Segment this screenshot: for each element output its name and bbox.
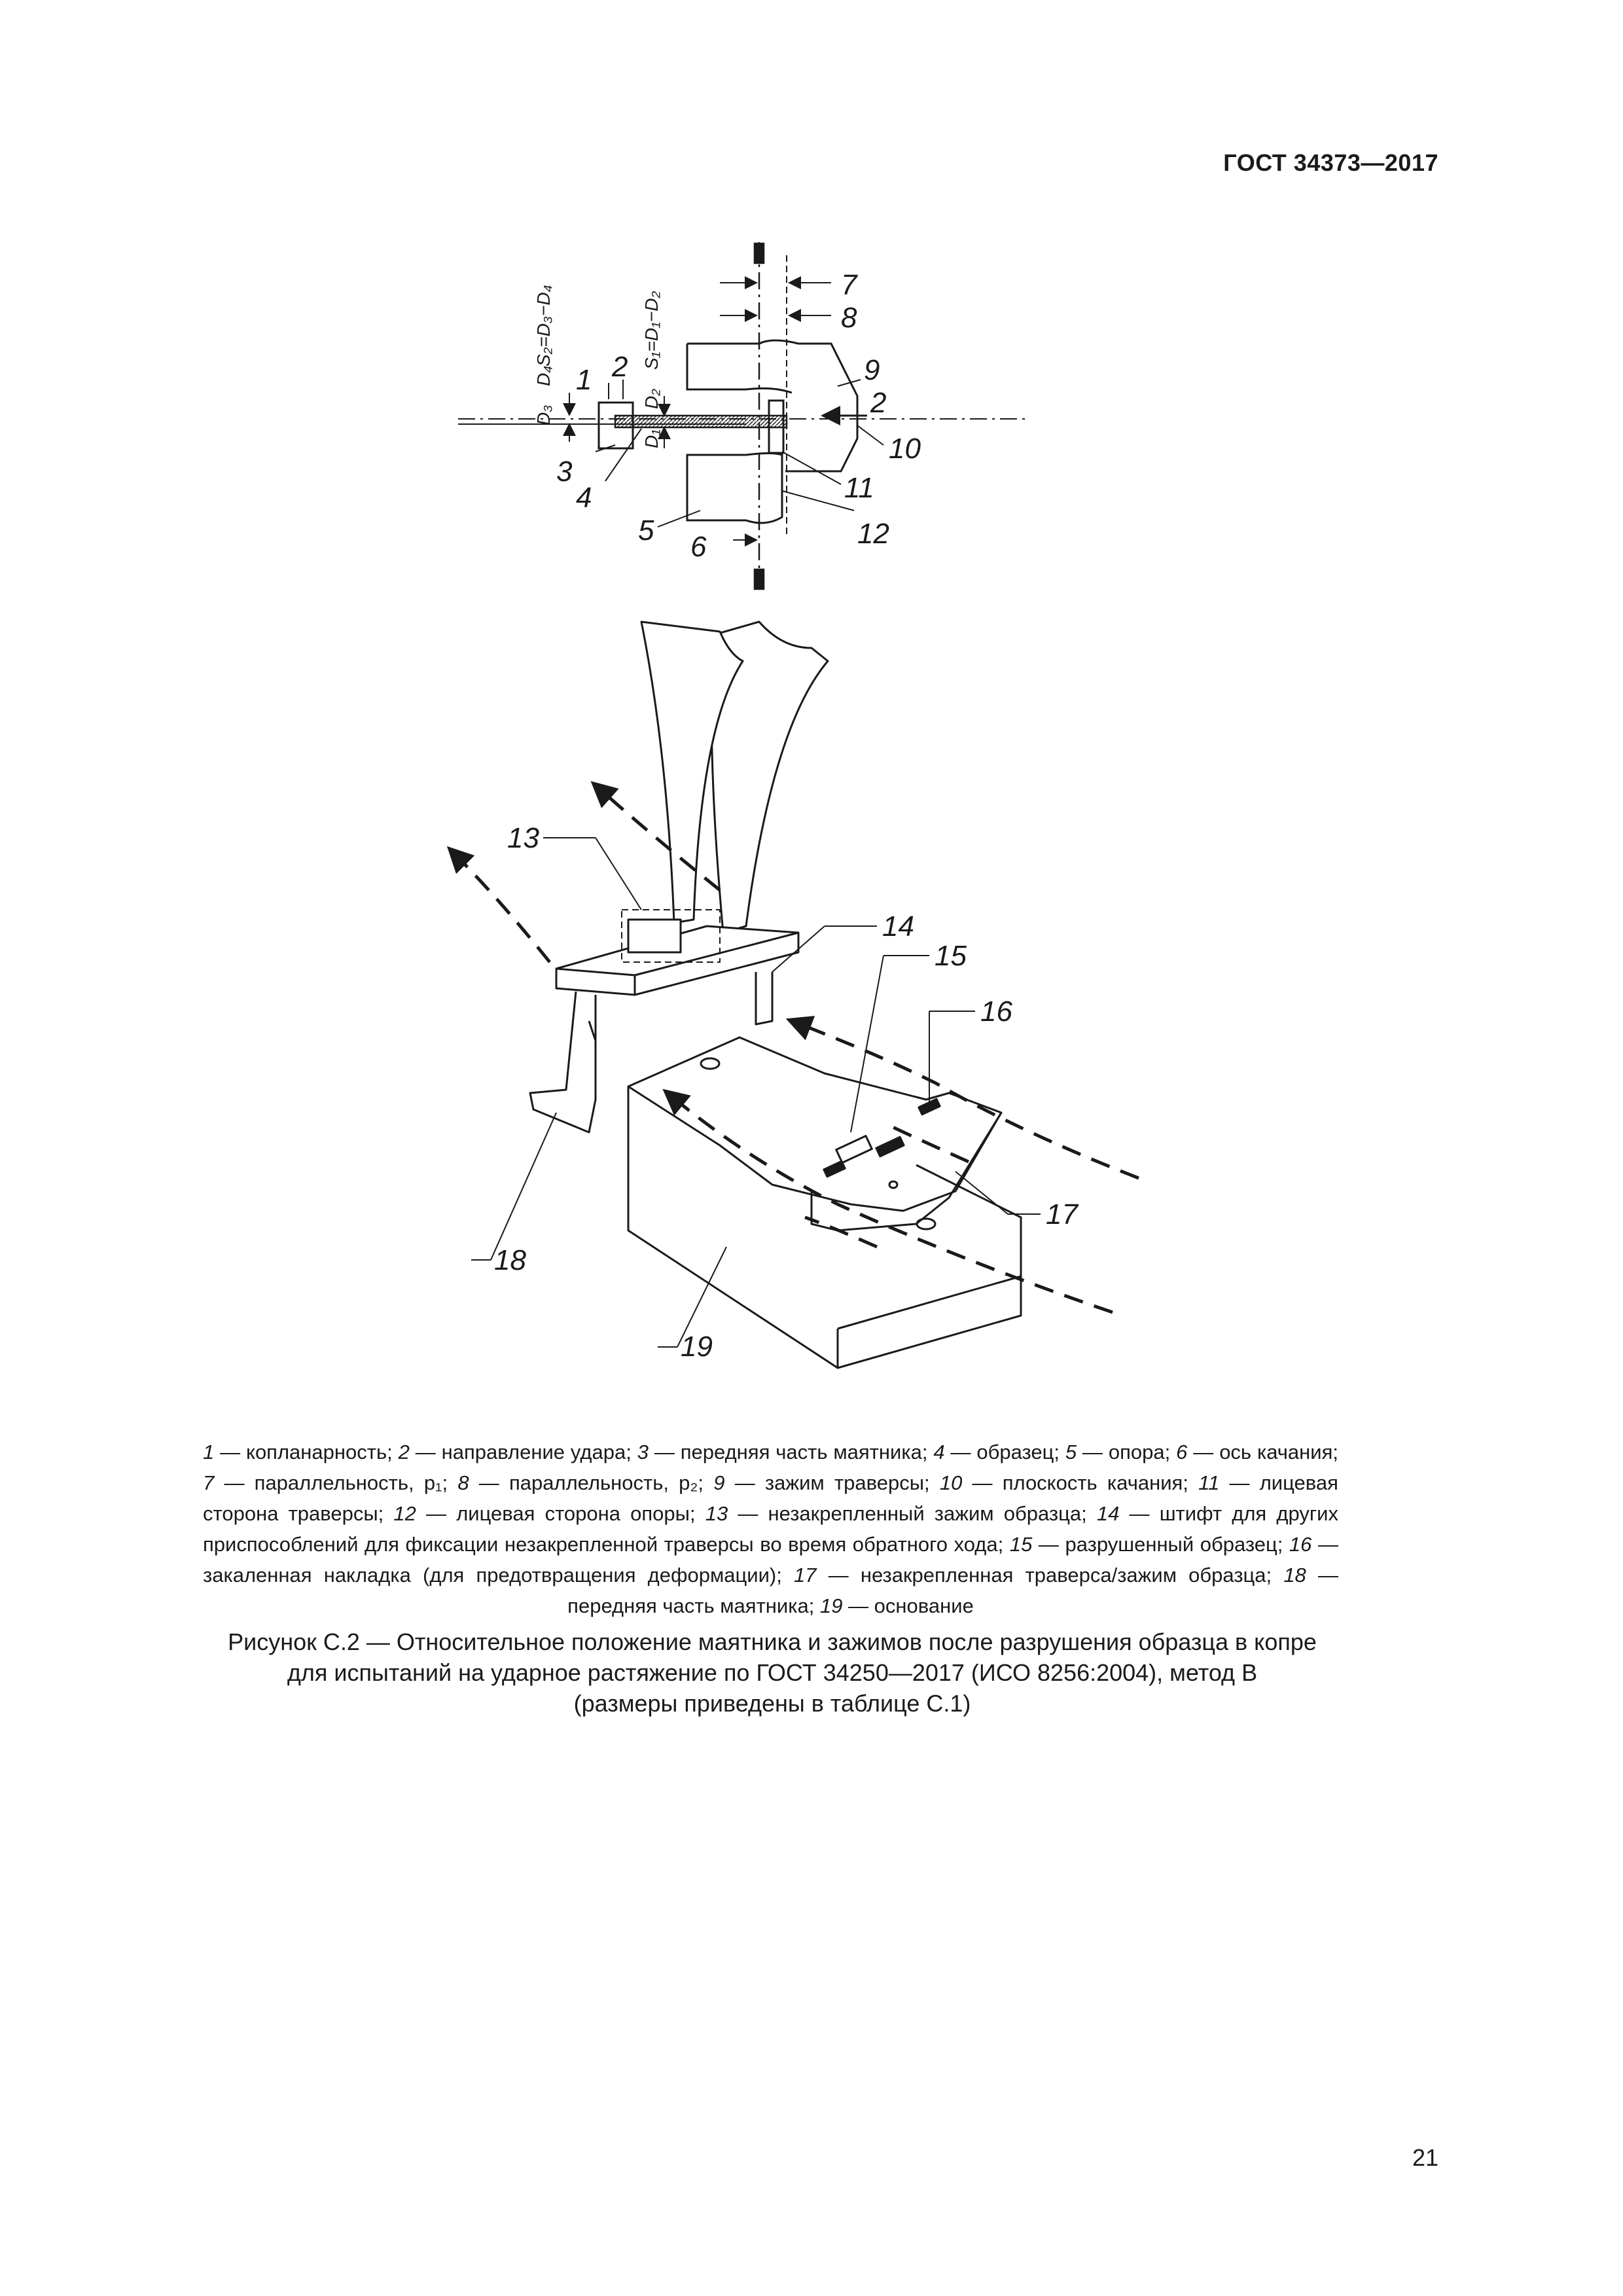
fig-label-14: 14 xyxy=(882,910,914,942)
legend-num: 8 xyxy=(457,1471,469,1494)
fig-label-19: 19 xyxy=(681,1331,713,1363)
dim-d1: D₁ xyxy=(641,429,662,448)
legend-num: 11 xyxy=(1198,1471,1220,1494)
fig-label-6: 6 xyxy=(690,531,707,563)
figure-drawing: D₃ D₄ S₂=D₃−D₄ D₁ D₂ S₁=D₁−D₂ 1 2 3 4 5 … xyxy=(446,242,1139,1369)
caption-line-1: Рисунок С.2 — Относительное положение ма… xyxy=(228,1628,1317,1655)
legend-text: ось качания; xyxy=(1219,1441,1338,1463)
legend-num: 2 xyxy=(398,1441,410,1463)
legend-num: 6 xyxy=(1176,1441,1188,1463)
legend-num: 15 xyxy=(1009,1533,1033,1556)
legend-text: закаленная накладка (для предотвращения … xyxy=(203,1564,782,1587)
legend-text: незакрепленная траверса/зажим образца; xyxy=(860,1564,1272,1587)
fig-label-13: 13 xyxy=(507,822,539,854)
legend-num: 5 xyxy=(1065,1441,1077,1463)
legend-text: образец; xyxy=(976,1441,1060,1463)
legend-num: 12 xyxy=(393,1502,416,1525)
fig-label-16: 16 xyxy=(980,996,1012,1028)
isometric-drawing xyxy=(529,620,1022,1369)
legend-num: 14 xyxy=(1096,1502,1120,1525)
fig-label-4: 4 xyxy=(576,482,592,514)
fig-label-18: 18 xyxy=(494,1244,526,1276)
legend-num: 9 xyxy=(713,1471,725,1494)
iso-leaders xyxy=(471,837,1041,1348)
dim-d4: D₄ xyxy=(533,366,554,386)
legend-text: передняя часть маятника; xyxy=(567,1594,815,1617)
legend-text: опора; xyxy=(1108,1441,1171,1463)
legend-text: разрушенный образец; xyxy=(1065,1533,1283,1556)
legend-text: лицевая сторона траверсы; xyxy=(203,1471,1338,1525)
legend-text: копланарность; xyxy=(246,1441,393,1463)
fig-label-8: 8 xyxy=(841,302,857,334)
document-header: ГОСТ 34373—2017 xyxy=(1223,149,1438,176)
fig-label-3: 3 xyxy=(556,456,573,488)
legend-num: 17 xyxy=(794,1564,817,1587)
legend-text: передняя часть маятника; xyxy=(680,1441,928,1463)
fig-label-12: 12 xyxy=(857,518,889,550)
legend-text: основание xyxy=(874,1594,974,1617)
dim-s1: S₁=D₁−D₂ xyxy=(641,291,662,370)
dim-s2: S₂=D₃−D₄ xyxy=(533,285,554,367)
legend-text: направление удара; xyxy=(441,1441,632,1463)
legend-text: плоскость качания; xyxy=(1002,1471,1188,1494)
legend-num: 19 xyxy=(819,1594,843,1617)
legend-text: зажим траверсы; xyxy=(764,1471,930,1494)
motion-arrows xyxy=(446,781,1139,1314)
page-number: 21 xyxy=(1412,2144,1438,2171)
legend-text: параллельность, p₁; xyxy=(254,1471,448,1494)
figure-c2: D₃ D₄ S₂=D₃−D₄ D₁ D₂ S₁=D₁−D₂ 1 2 3 4 5 … xyxy=(380,229,1171,1407)
figure-caption: Рисунок С.2 — Относительное положение ма… xyxy=(170,1626,1374,1719)
legend-num: 16 xyxy=(1289,1533,1312,1556)
fig-label-10: 10 xyxy=(889,433,921,465)
legend-num: 4 xyxy=(933,1441,945,1463)
fig-label-2a: 2 xyxy=(611,351,628,383)
legend-text: параллельность, p₂; xyxy=(509,1471,704,1494)
legend-num: 13 xyxy=(705,1502,728,1525)
legend-text: лицевая сторона опоры; xyxy=(456,1502,696,1525)
figure-legend: 1 — копланарность; 2 — направление удара… xyxy=(203,1441,1338,1617)
fig-label-9: 9 xyxy=(864,354,880,386)
legend-text: штифт для других приспособлений для фикс… xyxy=(203,1502,1338,1556)
fig-label-15: 15 xyxy=(935,940,967,972)
legend-num: 3 xyxy=(637,1441,649,1463)
caption-line-2: для испытаний на ударное растяжение по Г… xyxy=(287,1659,1258,1686)
fig-label-1: 1 xyxy=(576,364,592,396)
fig-label-2b: 2 xyxy=(870,387,886,419)
legend-num: 10 xyxy=(939,1471,963,1494)
fig-label-7: 7 xyxy=(841,269,858,301)
legend-num: 7 xyxy=(203,1471,215,1494)
caption-line-3: (размеры приведены в таблице С.1) xyxy=(573,1690,971,1717)
dim-d2: D₂ xyxy=(641,389,662,409)
fig-label-11: 11 xyxy=(844,472,874,504)
schematic-top xyxy=(458,242,1027,590)
legend-text: незакрепленный зажим образца; xyxy=(768,1502,1087,1525)
fig-label-17: 17 xyxy=(1046,1198,1079,1230)
legend-num: 1 xyxy=(203,1441,215,1463)
legend-num: 18 xyxy=(1283,1564,1306,1587)
dim-d3: D₃ xyxy=(533,405,554,425)
fig-label-5: 5 xyxy=(638,514,654,547)
